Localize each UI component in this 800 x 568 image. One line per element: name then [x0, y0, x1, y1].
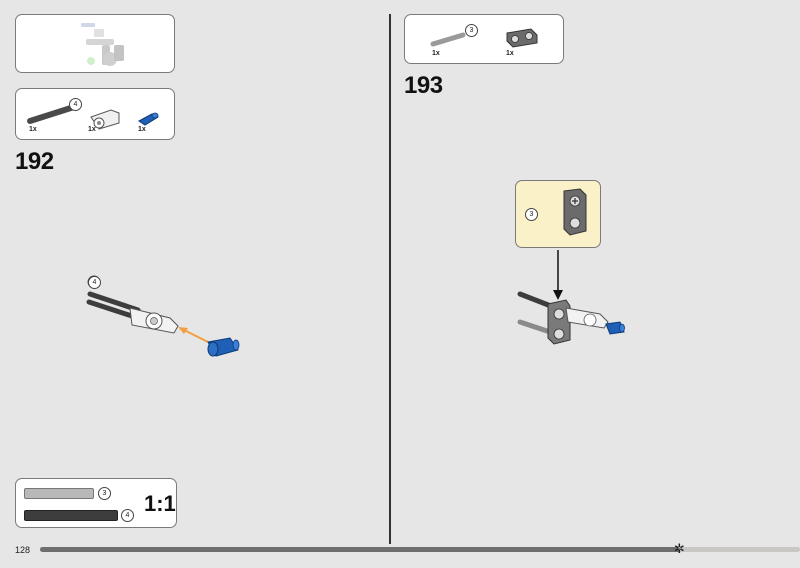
axle-3-scale-bar — [24, 488, 94, 499]
axle-4-icon — [27, 104, 77, 124]
gear-icon: ✲ — [673, 541, 685, 556]
cross-block-callout-icon — [563, 188, 587, 236]
step-number: 192 — [15, 148, 54, 175]
part-quantity: 1x — [29, 126, 37, 133]
part-quantity: 1x — [506, 50, 514, 57]
previous-step-thumbnail — [15, 14, 175, 73]
part-length-badge: 3 — [465, 24, 478, 37]
axle-3-icon — [430, 32, 466, 47]
part-quantity: 1x — [432, 50, 440, 57]
scale-length-badge: 3 — [98, 487, 111, 500]
progress-bar — [40, 547, 800, 552]
cross-block-icon — [506, 28, 538, 48]
step-193-parts-list: 3 1x 1x — [404, 14, 564, 64]
part-quantity: 1x — [88, 126, 96, 133]
page-number: 128 — [15, 545, 31, 555]
scale-ratio: 1:1 — [144, 491, 176, 516]
model-thumbnail-icon — [81, 23, 124, 66]
step-193-assembly-illustration — [517, 250, 625, 345]
callout-length-badge: 3 — [525, 208, 538, 221]
page-divider — [389, 14, 391, 544]
step-number: 193 — [404, 72, 443, 99]
step-192-assembly-illustration — [86, 275, 240, 357]
part-quantity: 1x — [138, 126, 146, 133]
axle-4-scale-bar — [24, 510, 118, 521]
scale-length-badge: 4 — [121, 509, 134, 522]
blue-pin-icon — [138, 112, 160, 126]
progress-bar-fill — [40, 547, 680, 552]
part-length-badge: 4 — [69, 98, 82, 111]
callout-length-badge: 4 — [88, 276, 101, 289]
step-192-parts-list: 4 1x 1x 1x — [15, 88, 175, 140]
scale-reference-box: 3 4 1:1 — [15, 478, 177, 528]
axle-connector-icon — [90, 109, 120, 130]
